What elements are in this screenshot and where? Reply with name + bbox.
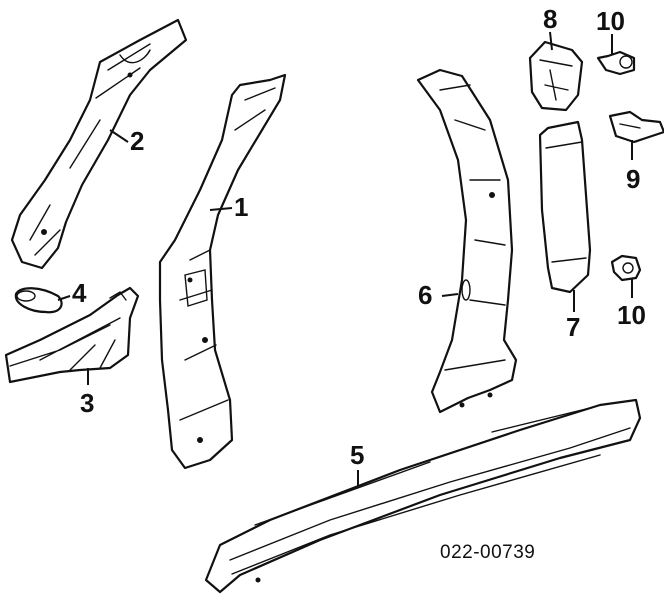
part-10-clip-lower xyxy=(610,254,642,282)
callout-9: 9 xyxy=(626,164,640,194)
part-6-center-pillar xyxy=(416,68,518,414)
callout-10-lower: 10 xyxy=(617,300,646,330)
callout-1: 1 xyxy=(234,192,248,222)
part-4-grommet xyxy=(14,287,63,314)
callout-8: 8 xyxy=(543,4,557,34)
callout-2: 2 xyxy=(130,126,144,156)
callout-6: 6 xyxy=(418,280,432,310)
callout-10-upper: 10 xyxy=(596,6,625,36)
part-2-windshield-pillar xyxy=(10,18,188,270)
reference-number: 022-00739 xyxy=(440,542,535,563)
callout-3: 3 xyxy=(80,388,94,418)
part-9-retainer xyxy=(608,110,664,144)
callout-5: 5 xyxy=(350,440,364,470)
part-5-rocker-panel xyxy=(204,398,642,594)
part-1-hinge-pillar xyxy=(158,73,287,470)
callout-7: 7 xyxy=(566,312,580,342)
callout-4: 4 xyxy=(72,278,87,308)
part-3-bracket xyxy=(4,286,140,384)
part-8-bracket xyxy=(528,40,584,112)
leader-lines xyxy=(57,31,633,486)
part-10-clip-upper xyxy=(596,50,636,76)
part-7-filler xyxy=(538,120,592,294)
callout-labels: 1 2 3 4 5 6 7 8 9 10 10 xyxy=(72,4,646,470)
